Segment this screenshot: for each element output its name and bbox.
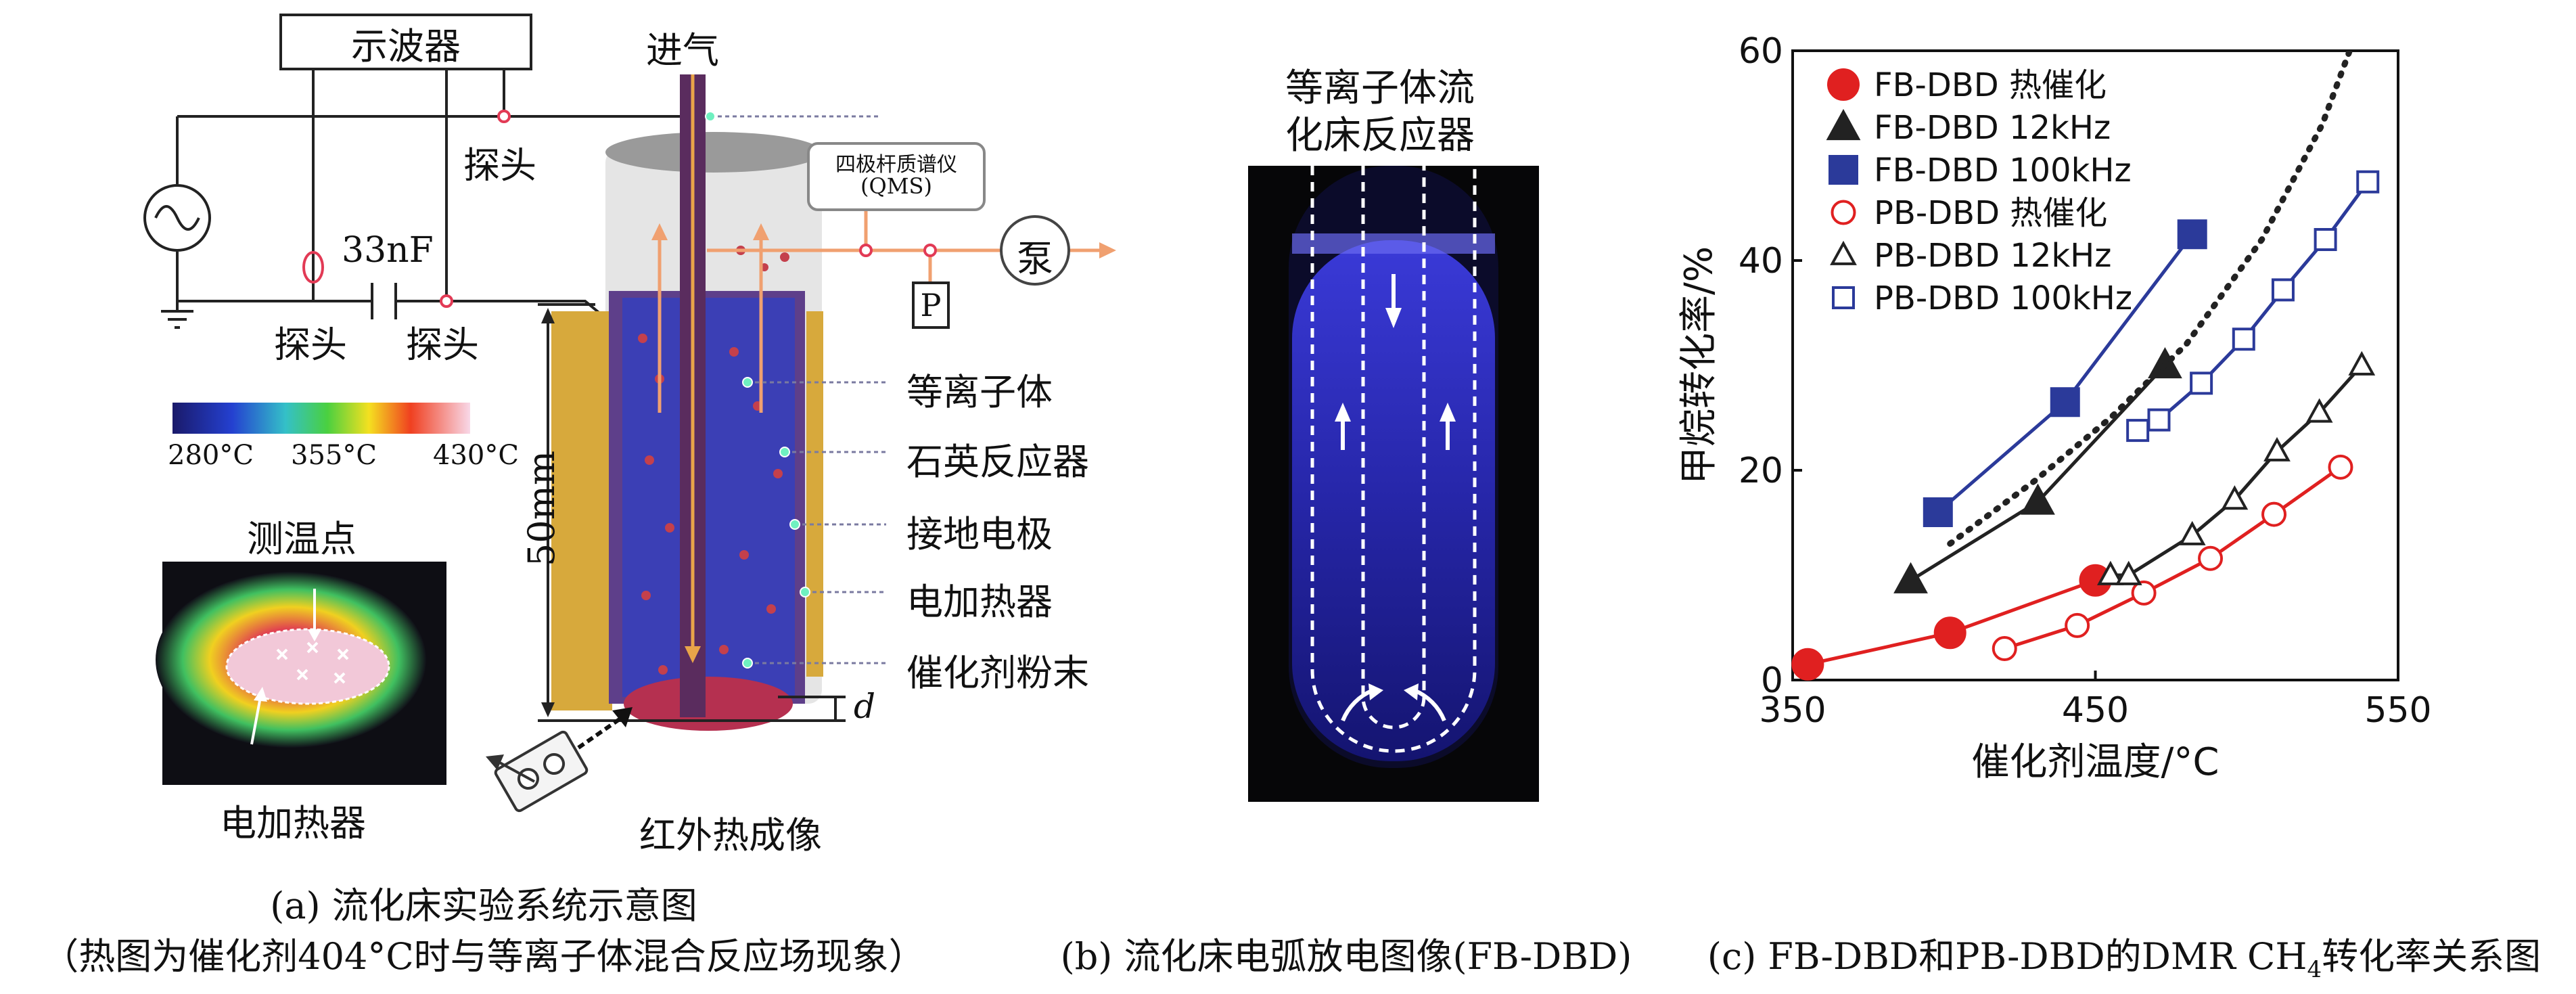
- data-point: [2066, 614, 2088, 637]
- caption-b: (b) 流化床电弧放电图像(FB-DBD): [1008, 936, 1684, 978]
- data-point: [2148, 410, 2169, 430]
- data-point: [2199, 547, 2222, 570]
- ir-camera-icon: [495, 731, 589, 813]
- data-point: [2273, 279, 2293, 300]
- label-ground: 接地电极: [906, 504, 1053, 558]
- x-axis-label: 催化剂温度/°C: [1972, 740, 2220, 784]
- thermo-heater-label: 电加热器: [220, 793, 366, 846]
- data-point: [2329, 456, 2351, 478]
- data-point: [1994, 637, 2016, 660]
- series-line-1: [1911, 365, 2165, 581]
- scale-min: 280°C: [168, 440, 254, 471]
- label-plasma: 等离子体: [906, 362, 1053, 415]
- gap-label: d: [854, 687, 875, 726]
- probe-right-label: 探头: [406, 315, 479, 368]
- legend-marker: [1833, 244, 1855, 264]
- y-tick-label: 20: [1739, 451, 1783, 491]
- panel-b-title-1: 等离子体流: [1204, 58, 1556, 112]
- thermo-point-label: 测温点: [247, 509, 356, 562]
- legend-label: FB-DBD 12kHz: [1874, 109, 2111, 147]
- caption-c-prefix: (c) FB-DBD和PB-DBD的DMR CH: [1707, 935, 2307, 978]
- legend-label: PB-DBD 12kHz: [1874, 237, 2111, 275]
- series-line-3: [2004, 467, 2341, 648]
- panel-b-title-2: 化床反应器: [1204, 105, 1556, 160]
- data-point: [2234, 329, 2254, 349]
- label-quartz: 石英反应器: [906, 432, 1089, 485]
- pump-label: 泵: [1001, 229, 1069, 282]
- caption-c-sub: 4: [2307, 956, 2322, 983]
- series-line-5: [2138, 182, 2368, 430]
- data-point: [2179, 221, 2206, 248]
- pressure-label: P: [913, 287, 948, 323]
- label-heater: 电加热器: [906, 572, 1053, 625]
- caption-c-suffix: 转化率关系图: [2322, 935, 2541, 978]
- caption-a-1: (a) 流化床实验系统示意图: [0, 885, 967, 927]
- oscilloscope-label: 示波器: [281, 16, 531, 70]
- reactor-illustration: [551, 74, 823, 731]
- height-label: 50mm: [520, 451, 563, 566]
- legend-label: FB-DBD 100kHz: [1874, 152, 2132, 189]
- capacitor-label: 33nF: [342, 230, 434, 271]
- legend-marker: [1833, 288, 1854, 308]
- thermal-scale-bar: [172, 403, 470, 434]
- scale-max: 430°C: [433, 440, 519, 471]
- legend-marker: [1828, 112, 1858, 139]
- y-tick-label: 60: [1739, 31, 1783, 72]
- ir-camera-label: 红外热成像: [639, 805, 822, 859]
- probe-top-label: 探头: [463, 135, 536, 189]
- data-point: [1925, 499, 1952, 526]
- y-tick-label: 40: [1739, 241, 1783, 281]
- legend-marker: [1830, 156, 1857, 183]
- data-point: [2052, 388, 2079, 415]
- panel-b-discharge-image: [1248, 166, 1539, 802]
- data-point: [2263, 503, 2285, 526]
- data-point: [2316, 229, 2336, 250]
- legend-label: PB-DBD 100kHz: [1874, 279, 2132, 317]
- x-tick-label: 450: [2062, 690, 2129, 731]
- data-point: [1935, 618, 1965, 648]
- data-point: [2351, 354, 2373, 374]
- legend-marker: [1833, 202, 1855, 224]
- qms-label-2: (QMS): [808, 173, 984, 199]
- data-point: [2358, 172, 2378, 192]
- probe-left-label: 探头: [274, 315, 347, 368]
- caption-a-2: （热图为催化剂404°C时与等离子体混合反应场现象）: [0, 936, 967, 978]
- y-axis-label: 甲烷转化率/%: [1677, 246, 1721, 484]
- caption-c: (c) FB-DBD和PB-DBD的DMR CH4转化率关系图: [1678, 936, 2571, 983]
- data-point: [1793, 650, 1822, 679]
- data-point: [2191, 373, 2211, 393]
- series-line-4: [2111, 365, 2362, 575]
- legend-label: FB-DBD 热催化: [1874, 66, 2107, 104]
- scale-mid: 355°C: [291, 440, 377, 471]
- label-catalyst: 催化剂粉末: [906, 643, 1089, 696]
- data-point: [2128, 420, 2148, 440]
- data-point: [1896, 565, 1926, 592]
- y-tick-label: 0: [1761, 660, 1783, 701]
- x-tick-label: 550: [2364, 690, 2431, 731]
- legend-label: PB-DBD 热催化: [1874, 194, 2107, 232]
- legend-marker: [1828, 70, 1858, 99]
- gas-inlet-label: 进气: [646, 20, 719, 74]
